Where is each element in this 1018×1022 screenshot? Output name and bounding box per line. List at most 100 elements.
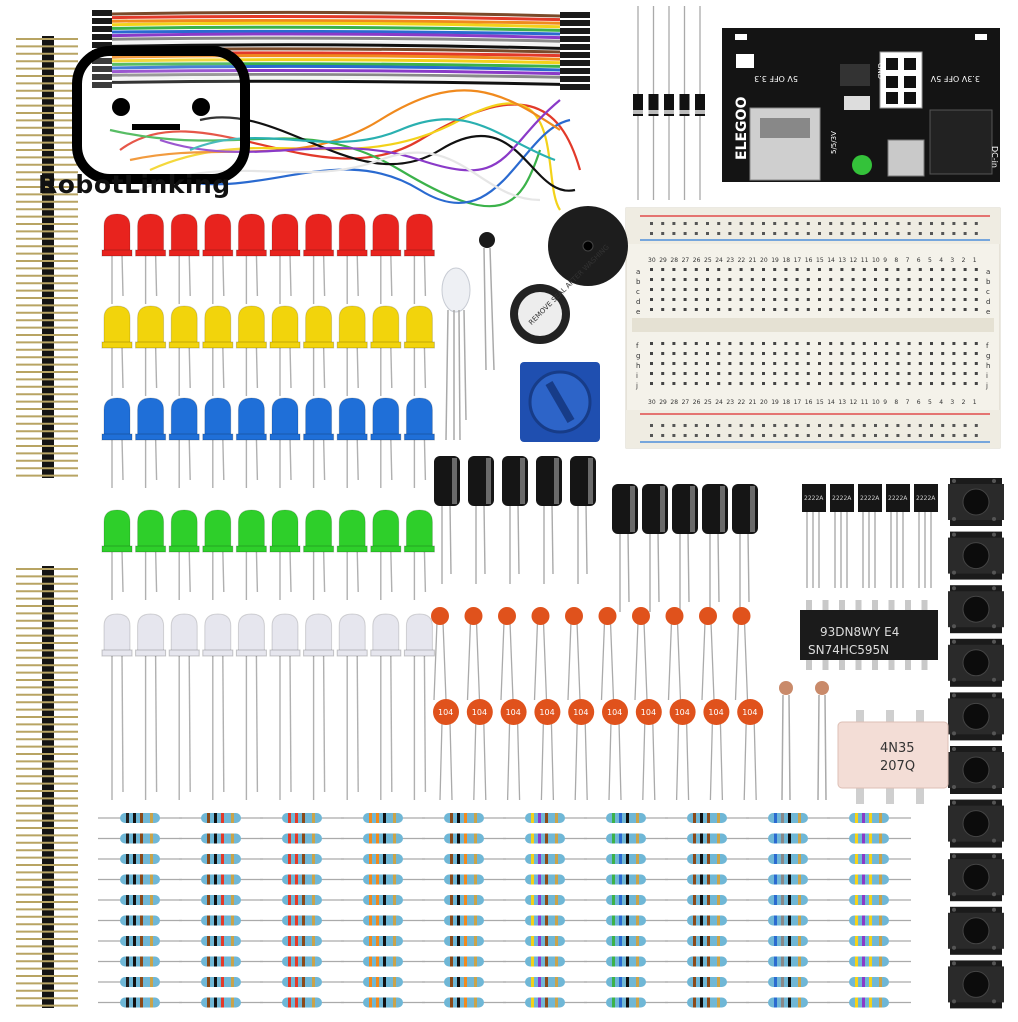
- jumper-connector: [560, 60, 590, 66]
- blue-led: [135, 397, 167, 488]
- resistor: [665, 997, 749, 1008]
- resistor: [584, 833, 668, 844]
- column-number: 23: [726, 257, 734, 264]
- resistor: [746, 977, 830, 987]
- tact-switch: [948, 853, 1004, 902]
- resistor: [341, 997, 425, 1008]
- row-letter: i: [636, 372, 638, 380]
- resistor: [746, 895, 830, 905]
- resistor: [665, 813, 749, 823]
- transistor-label: 2222A: [916, 495, 936, 502]
- column-number: 3: [950, 399, 954, 406]
- electrolytic-capacitors: [434, 456, 758, 612]
- electrolytic-capacitor: [672, 484, 698, 612]
- ceramic-capacitor: [464, 607, 483, 701]
- diode: [679, 6, 690, 200]
- column-number: 14: [827, 257, 835, 264]
- column-number: 16: [805, 399, 813, 406]
- electrolytic-capacitor: [468, 456, 494, 584]
- jumper-wire: [109, 128, 542, 208]
- ceramic-capacitor: 104: [433, 699, 459, 801]
- electrolytic-capacitor: [612, 484, 638, 612]
- ic-line-1: 93DN8WY E4: [820, 625, 899, 639]
- column-number: 18: [782, 257, 790, 264]
- power-module-model-label: 5/5/3V: [830, 131, 838, 154]
- jumper-wire: [129, 89, 561, 162]
- column-number: 29: [659, 399, 667, 406]
- npn-transistor: 2222A: [802, 484, 826, 588]
- resistors: [98, 813, 911, 1008]
- resistor: [665, 977, 749, 987]
- ceramic-capacitor-label: 104: [472, 708, 487, 717]
- resistor: [584, 956, 668, 967]
- logo-eye-right: [192, 98, 210, 116]
- pin-headers: [16, 36, 78, 1008]
- jumper-connector: [560, 52, 590, 58]
- optocoupler-pin: [856, 788, 864, 804]
- column-number: 3: [950, 257, 954, 264]
- pin-header-strip: [42, 36, 54, 478]
- row-letter: h: [636, 362, 640, 370]
- resistor: [260, 956, 344, 967]
- ribbon-wire: [111, 73, 561, 79]
- thermistor: [479, 232, 495, 371]
- resistor: [584, 977, 668, 987]
- ceramic-capacitor: [598, 607, 617, 701]
- breadboard-center-channel: [632, 318, 994, 332]
- row-letter: c: [986, 288, 990, 296]
- ic-pin: [855, 600, 862, 610]
- resistor: [98, 997, 182, 1008]
- potentiometer: [520, 362, 600, 442]
- jumper-wire: [189, 118, 556, 162]
- resistor: [827, 833, 911, 844]
- jumper-connector: [560, 76, 590, 82]
- ceramic-capacitor-label: 104: [675, 708, 690, 717]
- blue-led: [202, 397, 234, 488]
- resistor: [584, 915, 668, 926]
- resistor: [179, 936, 263, 946]
- column-number: 27: [682, 399, 690, 406]
- ic-pin: [822, 660, 829, 670]
- tact-switch: [948, 478, 1004, 526]
- red-led: [336, 213, 368, 304]
- resistor: [584, 854, 668, 864]
- resistor: [341, 854, 425, 864]
- resistor: [665, 874, 749, 885]
- resistor: [827, 915, 911, 926]
- white-led: [336, 613, 368, 800]
- column-number: 26: [693, 257, 701, 264]
- ic-pin: [872, 600, 878, 610]
- optocoupler-pin: [916, 788, 924, 804]
- ic-pin: [921, 660, 928, 670]
- optocoupler: 4N35 207Q: [837, 710, 949, 804]
- ceramic-capacitor-label: 104: [607, 708, 622, 717]
- brand-logo-text: RobotLinking: [38, 170, 231, 199]
- resistor: [746, 874, 830, 885]
- resistor: [827, 936, 911, 946]
- white-led: [235, 613, 267, 800]
- column-number: 20: [760, 257, 768, 264]
- resistor: [503, 874, 587, 885]
- tact-switch: [948, 585, 1004, 634]
- active-buzzer: [548, 206, 628, 286]
- resistor: [422, 915, 506, 926]
- tact-switch: [948, 960, 1004, 1009]
- resistor: [341, 936, 425, 946]
- tact-switch: [948, 638, 1004, 687]
- resistor: [665, 956, 749, 967]
- electrolytic-capacitor: [732, 484, 758, 612]
- column-number: 23: [726, 399, 734, 406]
- green-led: [168, 509, 200, 600]
- column-number: 4: [939, 257, 943, 264]
- resistor: [179, 977, 263, 987]
- column-number: 15: [816, 399, 824, 406]
- blue-led: [370, 397, 402, 488]
- column-number: 6: [917, 399, 921, 406]
- ic-pin: [855, 660, 862, 670]
- jumper-connector: [92, 34, 112, 40]
- column-number: 12: [850, 257, 858, 264]
- logo-mouth: [132, 114, 180, 130]
- electrolytic-capacitor: [570, 456, 596, 584]
- red-led: [101, 213, 133, 304]
- column-number: 24: [715, 399, 723, 406]
